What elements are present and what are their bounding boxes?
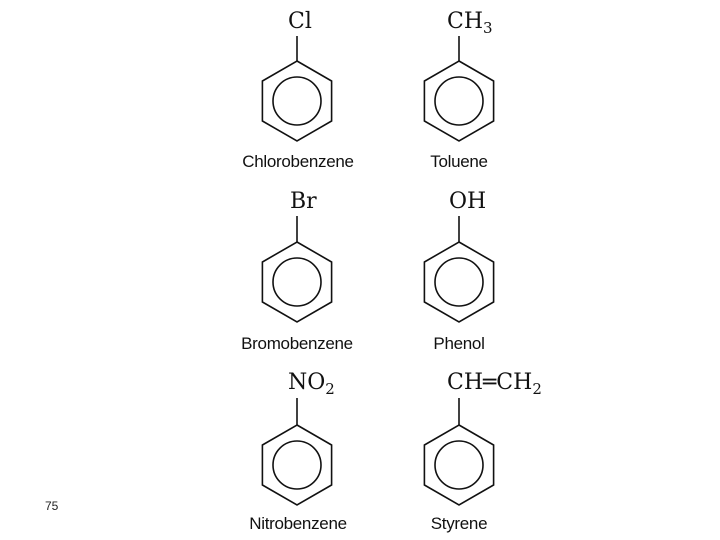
formula-part: Br [290, 189, 317, 214]
substituent-formula: CH3 [447, 9, 493, 37]
benzene-ring-aromatic-circle [434, 440, 484, 490]
formula-part: Cl [288, 9, 312, 34]
benzene-ring-aromatic-circle [272, 440, 322, 490]
formula-part: CH [496, 370, 532, 395]
substituent-formula: Cl [288, 9, 312, 34]
compound-phenol: OH Phenol [423, 189, 495, 353]
formula-part: OH [449, 189, 486, 214]
formula-subscript: 2 [325, 380, 335, 398]
formula-subscript: 3 [483, 19, 493, 37]
substituent-formula: Br [290, 189, 317, 214]
formula-subscript: 2 [532, 380, 542, 398]
benzene-ring-aromatic-circle [434, 76, 484, 126]
benzene-ring-aromatic-circle [272, 76, 322, 126]
benzene-ring-hexagon [261, 424, 333, 506]
benzene-ring-hexagon [261, 241, 333, 323]
benzene-ring-hexagon [423, 241, 495, 323]
benzene-ring-hexagon [423, 424, 495, 506]
compound-name-label: Bromobenzene [241, 334, 353, 353]
page-number: 75 [45, 499, 59, 513]
compound-name-label: Phenol [433, 334, 484, 353]
substituent-formula: OH [449, 189, 486, 214]
formula-part: CH [447, 370, 483, 395]
substituent-formula: CH═CH2 [447, 370, 542, 398]
benzene-ring-aromatic-circle [272, 257, 322, 307]
benzene-ring-hexagon [261, 60, 333, 142]
benzene-ring-hexagon [423, 60, 495, 142]
compound-name-label: Nitrobenzene [249, 514, 347, 533]
compound-name-label: Chlorobenzene [242, 152, 353, 171]
formula-part: NO [288, 370, 325, 395]
formula-part: CH [447, 9, 483, 34]
substituent-formula: NO2 [288, 370, 335, 398]
compound-name-label: Styrene [431, 514, 488, 533]
formula-part: ═ [482, 370, 497, 395]
benzene-ring-aromatic-circle [434, 257, 484, 307]
compound-name-label: Toluene [430, 152, 487, 171]
